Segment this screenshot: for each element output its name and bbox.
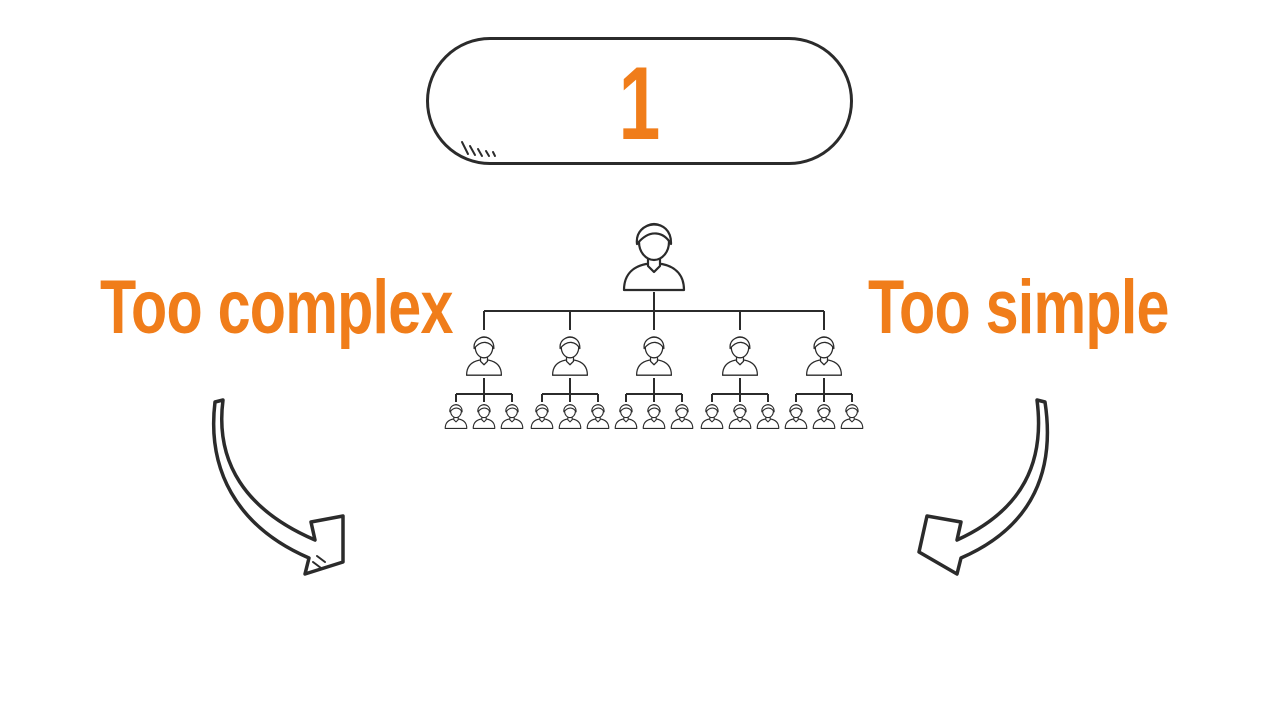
staff-person-icon — [728, 404, 752, 429]
manager-person-icon — [551, 336, 589, 376]
too-simple-label: Too simple — [868, 265, 1169, 350]
staff-person-icon — [840, 404, 864, 429]
staff-person-icon — [472, 404, 496, 429]
too-complex-label: Too complex — [100, 265, 453, 350]
top-person-icon — [622, 222, 686, 292]
staff-person-icon — [756, 404, 780, 429]
staff-person-icon — [642, 404, 666, 429]
staff-person-icon — [670, 404, 694, 429]
manager-person-icon — [465, 336, 503, 376]
number-badge: 1 — [426, 37, 853, 165]
slide-number: 1 — [618, 46, 661, 162]
staff-person-icon — [700, 404, 724, 429]
staff-person-icon — [558, 404, 582, 429]
staff-person-icon — [444, 404, 468, 429]
curved-arrow-down-right-icon — [211, 398, 345, 576]
staff-person-icon — [812, 404, 836, 429]
staff-person-icon — [500, 404, 524, 429]
staff-person-icon — [784, 404, 808, 429]
staff-person-icon — [530, 404, 554, 429]
staff-person-icon — [614, 404, 638, 429]
manager-person-icon — [805, 336, 843, 376]
curved-arrow-down-left-icon — [917, 398, 1050, 576]
manager-person-icon — [721, 336, 759, 376]
manager-person-icon — [635, 336, 673, 376]
sketch-hatch-marks — [461, 141, 496, 157]
staff-person-icon — [586, 404, 610, 429]
